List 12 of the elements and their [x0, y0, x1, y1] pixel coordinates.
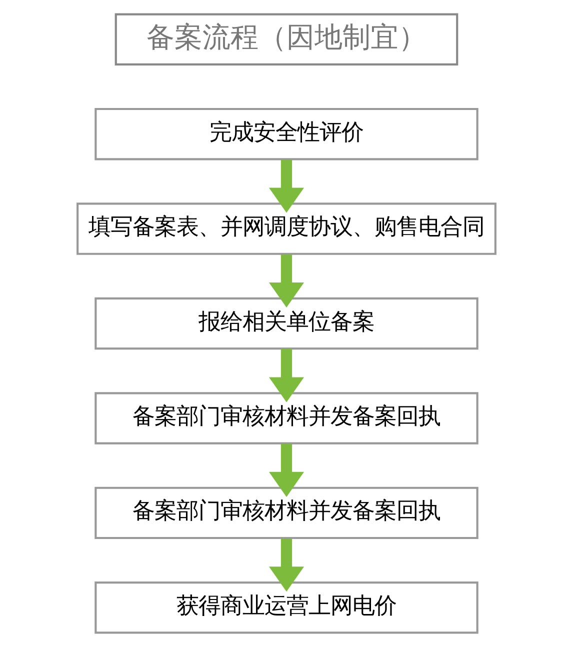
arrow [268, 349, 304, 402]
node-box: 获得商业运营上网电价 [94, 582, 478, 634]
node-box: 完成安全性评价 [94, 108, 478, 160]
arrow [268, 538, 304, 592]
arrow [268, 254, 304, 308]
node-box: 备案部门审核材料并发备案回执 [94, 392, 478, 444]
node-box: 备案部门审核材料并发备案回执 [94, 486, 478, 540]
node-box: 填写备案表、并网调度协议、购售电合同 [76, 202, 496, 255]
arrow [268, 160, 304, 213]
node-box: 报给相关单位备案 [94, 297, 478, 350]
arrow [268, 444, 304, 497]
node-box: 备案流程（因地制宜） [114, 13, 458, 66]
